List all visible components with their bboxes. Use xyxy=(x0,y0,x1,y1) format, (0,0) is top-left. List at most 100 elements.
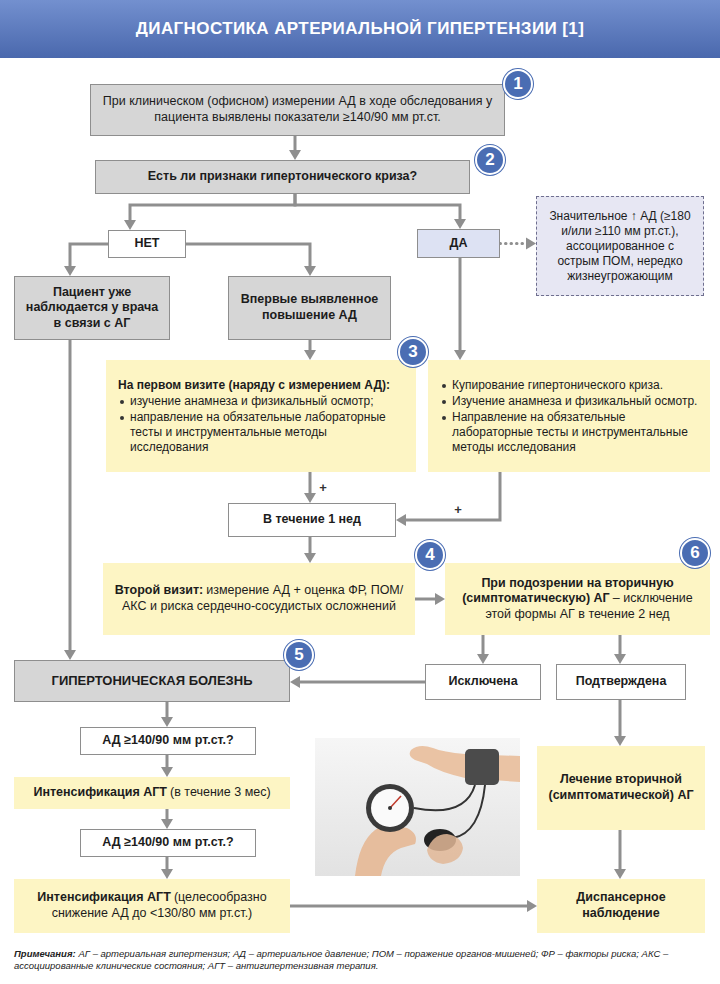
connector xyxy=(500,238,536,250)
decision-box: АД ≥140/90 мм рт.ст.? xyxy=(80,727,256,755)
hand xyxy=(355,825,416,876)
arrowhead xyxy=(304,553,316,563)
connector-line xyxy=(309,537,312,554)
connector-line xyxy=(130,194,295,221)
text: Лечение вторичной (симптоматической) АГ xyxy=(545,772,697,803)
connector xyxy=(161,809,173,829)
text: В течение 1 нед xyxy=(237,512,387,528)
text: АД ≥140/90 мм рт.ст.? xyxy=(87,733,249,749)
callout-number: 4 xyxy=(415,540,445,570)
tube xyxy=(453,785,485,838)
arrowhead xyxy=(614,869,626,879)
callout-number: 1 xyxy=(503,69,533,99)
arrowhead xyxy=(526,238,536,250)
arrowhead xyxy=(161,869,173,879)
text: При клиническом (офисном) измерении АД в… xyxy=(99,94,496,125)
title-band: ДИАГНОСТИКА АРТЕРИАЛЬНОЙ ГИПЕРТЕНЗИИ [1] xyxy=(0,0,720,58)
action-box: Лечение вторичной (симптоматической) АГ xyxy=(537,746,705,830)
connector xyxy=(161,755,173,777)
arm xyxy=(410,746,520,782)
connector-line xyxy=(309,340,312,351)
arrowhead xyxy=(454,219,466,229)
arrowhead xyxy=(477,654,489,664)
connector-line xyxy=(482,635,485,655)
gauge-rim xyxy=(366,784,414,832)
callout-number: 6 xyxy=(680,538,710,568)
arrowhead xyxy=(435,593,445,605)
edge-label: + xyxy=(317,480,329,495)
tube xyxy=(414,785,475,810)
text: Подтверждена xyxy=(565,674,677,690)
connector-line xyxy=(166,857,169,870)
connector-line xyxy=(166,755,169,768)
connector xyxy=(304,472,316,503)
text: Пациент уже наблюдается у врача в связи … xyxy=(23,285,161,332)
list-item: Изучение анамнеза и физикальный осмотр. xyxy=(440,394,700,409)
time-box: В течение 1 нед xyxy=(228,503,396,537)
text: Значительное ↑ АД (≥180 и/или ≥110 мм рт… xyxy=(544,209,696,284)
connector xyxy=(124,194,295,230)
connector-line xyxy=(186,244,310,267)
connector xyxy=(186,244,316,276)
connector-line xyxy=(459,258,462,351)
text-line: При подозрении на вторичную (симптоматич… xyxy=(453,576,702,623)
process-box: При клиническом (офисном) измерении АД в… xyxy=(90,84,505,136)
arrowhead xyxy=(454,350,466,360)
notes: Примечания:АГ – артериальная гипертензия… xyxy=(14,948,706,973)
connector-line xyxy=(295,194,460,220)
gauge-hub xyxy=(388,806,392,810)
arrowhead xyxy=(161,717,173,727)
text-line: Интенсификация АГТ(в течение 3 мес) xyxy=(22,785,282,801)
text: Есть ли признаки гипертонического криза? xyxy=(104,169,461,185)
diagnosis-box: ГИПЕРТОНИЧЕСКАЯ БОЛЕЗНЬ xyxy=(14,660,290,702)
answer-box: НЕТ xyxy=(108,230,186,258)
connector-line xyxy=(619,635,622,655)
arrowhead xyxy=(290,676,300,688)
decision-box: Есть ли признаки гипертонического криза? xyxy=(95,160,470,194)
gauge-needle xyxy=(390,796,401,808)
list-item: Направление на обязательные лабораторные… xyxy=(440,410,700,455)
text: Интенсификация АГТ xyxy=(33,785,167,799)
arrowhead xyxy=(64,650,76,660)
process-box: Впервые выявленное повышение АД xyxy=(228,276,391,340)
text: (в течение 3 мес) xyxy=(170,785,271,799)
arrowhead xyxy=(304,266,316,276)
text: Впервые выявленное повышение АД xyxy=(237,292,382,323)
arrowhead xyxy=(396,514,406,526)
blood-pressure-photo xyxy=(315,738,520,876)
action-box: Купирование гипертонического криза.Изуче… xyxy=(428,360,710,472)
connector xyxy=(304,340,316,360)
list-item: направление на обязательные лабораторные… xyxy=(118,410,406,455)
connector-line xyxy=(405,472,500,520)
callout-number: 5 xyxy=(284,640,314,670)
note-text: Примечания: xyxy=(14,948,76,959)
list-item: Купирование гипертонического криза. xyxy=(440,378,700,393)
result-box: Подтверждена xyxy=(556,664,686,700)
text-line: Второй визит:измерение АД + оценка ФР, П… xyxy=(111,583,407,614)
connector xyxy=(290,900,537,912)
result-box: Исключена xyxy=(425,664,541,700)
arrowhead xyxy=(614,736,626,746)
action-box: На первом визите (наряду с измерением АД… xyxy=(106,360,416,472)
connector xyxy=(64,340,76,660)
connector-line xyxy=(290,905,528,908)
list-item: изучение анамнеза и физикальный осмотр; xyxy=(118,394,406,409)
arrowhead xyxy=(304,493,316,503)
connector-line xyxy=(619,830,622,870)
text: Интенсификация АГТ xyxy=(37,890,171,904)
arrowhead xyxy=(527,900,537,912)
arrowhead xyxy=(161,767,173,777)
connector xyxy=(454,258,466,360)
text: ГИПЕРТОНИЧЕСКАЯ БОЛЕЗНЬ xyxy=(23,673,281,689)
connector xyxy=(304,537,316,563)
connector xyxy=(161,702,173,727)
arrowhead xyxy=(124,220,136,230)
text: Диспансерное наблюдение xyxy=(545,890,697,921)
note-box: Значительное ↑ АД (≥180 и/или ≥110 мм рт… xyxy=(536,196,704,296)
connector-line xyxy=(500,242,527,245)
text: Исключена xyxy=(434,674,532,690)
process-box: Пациент уже наблюдается у врача в связи … xyxy=(14,276,170,340)
arrowhead xyxy=(289,150,301,160)
connector-line xyxy=(294,136,297,151)
answer-box: ДА xyxy=(417,229,500,258)
